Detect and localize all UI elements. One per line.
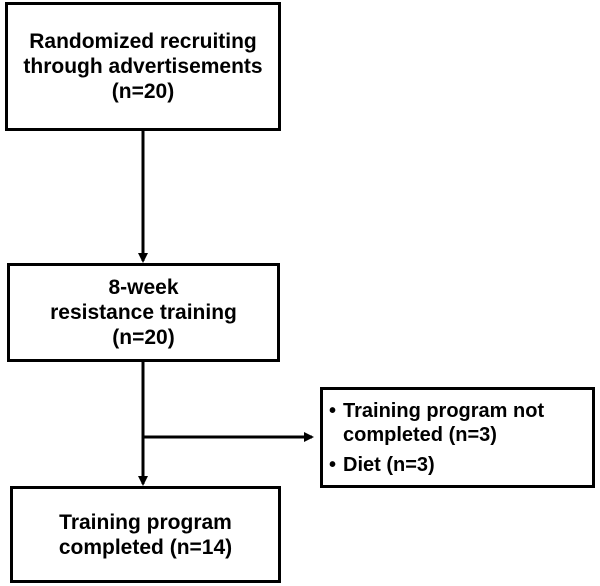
dropout-box: • Training program not completed (n=3) •… (320, 387, 595, 488)
training-box: 8-week resistance training (n=20) (7, 263, 280, 362)
recruitment-box: Randomized recruiting through advertisem… (5, 2, 281, 131)
dropout-item-diet: • Diet (n=3) (329, 453, 435, 477)
dropout-item-not-completed: • Training program not completed (n=3) (329, 399, 544, 447)
training-line-1: 8-week (108, 276, 179, 299)
recruitment-count: (n=20) (111, 80, 175, 103)
completed-line-2: completed (n=14) (58, 535, 233, 559)
completed-box: Training program completed (n=14) (10, 486, 281, 583)
dropout-item-1-line-2: completed (n=3) (343, 423, 497, 446)
recruitment-line-1: Randomized recruiting (29, 30, 257, 53)
completed-line-1: Training program (59, 510, 232, 534)
training-count: (n=20) (112, 326, 175, 349)
bullet-icon: • (329, 399, 337, 422)
bullet-icon: • (329, 453, 337, 476)
training-line-2: resistance training (50, 301, 237, 324)
recruitment-line-2: through advertisements (23, 55, 263, 78)
dropout-item-2-line-1: Diet (n=3) (343, 453, 435, 476)
dropout-item-1-line-1: Training program not (343, 399, 545, 422)
